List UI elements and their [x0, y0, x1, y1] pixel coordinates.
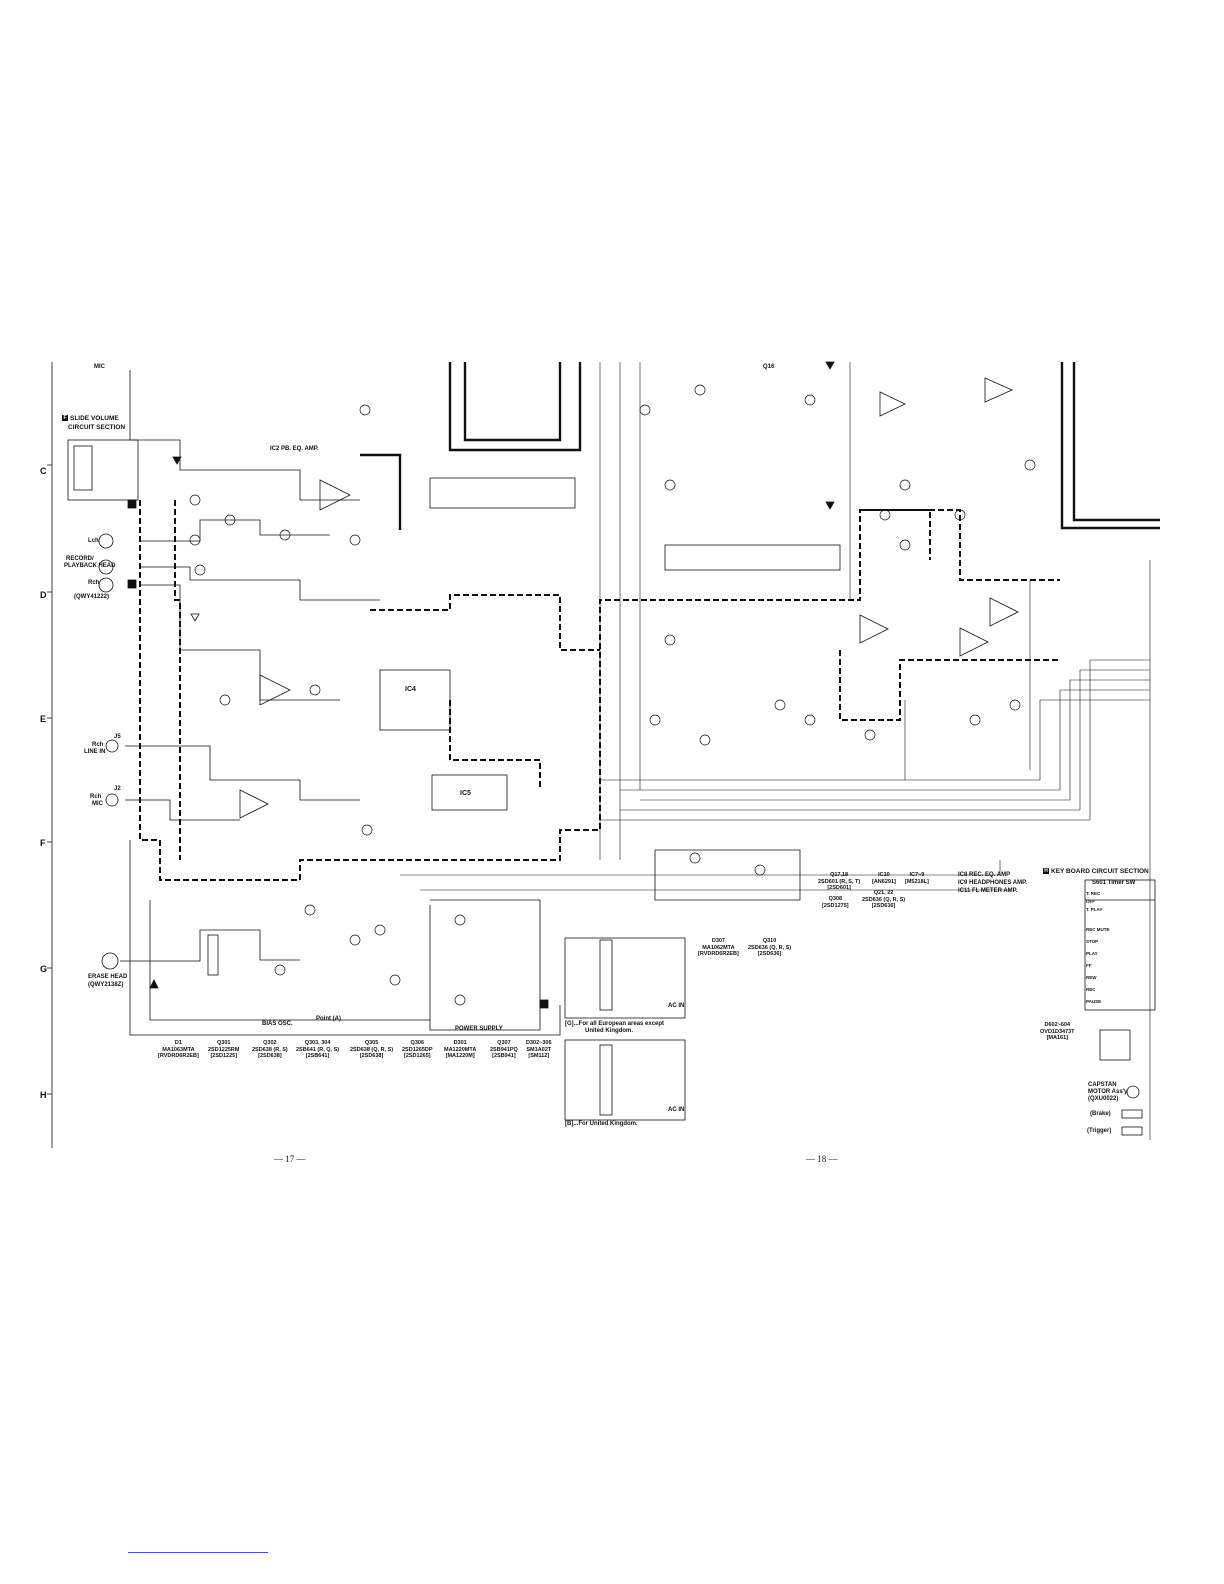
link-underline	[128, 1552, 268, 1553]
row-letter-g: G	[40, 964, 48, 974]
ic4-label: IC4	[405, 686, 416, 693]
parts-ic7-9: IC7~9 [M5218L]	[905, 872, 929, 885]
parts-q301: Q301 2SD1225RM [2SD1225]	[208, 1040, 240, 1059]
parts-q17-18: Q17,18 2SD601 (R, S, T) [2SD601]	[818, 872, 861, 891]
parts-d301: D301 MA1220MTA [MA1220M]	[444, 1040, 477, 1059]
key-rec-mute: REC MUTE	[1086, 927, 1110, 932]
parts-q307: Q307 2SB941PQ [2SB941]	[490, 1040, 518, 1059]
line-in-label: LINE IN	[84, 749, 106, 755]
motor-label: MOTOR Ass'y	[1088, 1089, 1128, 1095]
key-pause: PAUSE	[1086, 999, 1102, 1004]
ac-in-2-label: AC IN	[668, 1107, 685, 1113]
ic-note-1: IC8 REC. EQ. AMP	[958, 872, 1011, 878]
erase-head-label: ERASE HEAD	[88, 974, 128, 980]
key-t-rec: T. REC	[1086, 891, 1101, 896]
ac-in-1-label: AC IN	[668, 1003, 685, 1009]
rch-label: Rch	[88, 580, 100, 586]
j2-label: J2	[114, 786, 121, 792]
ic-note-3: IC11 FL METER AMP.	[958, 888, 1018, 894]
row-letter-h: H	[40, 1090, 47, 1100]
erase-part-label: (QWY2138Z)	[88, 982, 124, 988]
motor-part-label: (QXU0022)	[1088, 1096, 1119, 1102]
parts-q302: Q302 2SD638 (R, S) [2SD638]	[252, 1040, 288, 1059]
rch-line-label: Rch	[92, 742, 104, 748]
key-rew: REW	[1086, 975, 1097, 980]
power-supply-label: POWER SUPPLY	[455, 1026, 503, 1032]
parts-ic10: IC10 [AN6291]	[872, 872, 896, 885]
parts-d1: D1 MA1063MTA [RVDRD6R2EB]	[158, 1040, 199, 1059]
playback-head-label: PLAYBACK HEAD	[64, 563, 116, 569]
trigger-label: (Trigger)	[1087, 1128, 1112, 1134]
page-number-right: — 18 —	[806, 1154, 838, 1164]
key-ff: FF	[1086, 963, 1092, 968]
parts-q310: Q310 2SD636 (Q, R, S) [2SD636]	[748, 938, 792, 957]
ic5-label: IC5	[460, 790, 471, 797]
key-t-play: T. PLAY	[1086, 907, 1103, 912]
legend-uk: [B]...For United Kingdom.	[565, 1121, 638, 1127]
ic2-pb-label: IC2 PB. EQ. AMP.	[270, 446, 319, 452]
parts-d307: D307 MA1062MTA [RVDRD6R2EB]	[698, 938, 739, 957]
row-letter-d: D	[40, 590, 47, 600]
row-letter-f: F	[40, 838, 46, 848]
page-number-left: — 17 —	[274, 1154, 306, 1164]
row-letter-e: E	[40, 714, 47, 724]
mic-label: MIC	[94, 364, 105, 370]
legend-eu-2: United Kingdom.	[585, 1028, 633, 1034]
parts-q306: Q306 2SD1265DP [2SD1265]	[402, 1040, 433, 1059]
key-off: OFF	[1086, 899, 1095, 904]
mic2-label: MIC	[92, 801, 103, 807]
point-a-label: Point (A)	[316, 1016, 341, 1022]
parts-q303-304: Q303, 304 2SB641 (R, Q, S) [2SB641]	[296, 1040, 340, 1059]
key-play: PLAY	[1086, 951, 1098, 956]
key-rec: REC	[1086, 987, 1096, 992]
q16-label: Q16	[763, 364, 775, 370]
capstan-label: CAPSTAN	[1088, 1082, 1117, 1088]
parts-q308: Q308 [2SD1275]	[822, 896, 849, 909]
row-letter-c: C	[40, 466, 47, 476]
parts-q305: Q305 2SD638 (Q, R, S) [2SD638]	[350, 1040, 394, 1059]
parts-d602-604: D602~604 OVD1D3473T [MA161]	[1040, 1022, 1075, 1041]
parts-d302-306: D302~306 SM1A02T [SM112]	[526, 1040, 552, 1059]
bias-osc-label: BIAS OSC.	[262, 1021, 293, 1027]
j5-label: J5	[114, 734, 121, 740]
key-stop: STOP	[1086, 939, 1099, 944]
parts-q21-22: Q21, 22 2SD636 (Q, R, S) [2SD636]	[862, 890, 906, 909]
slide-volume-section-subtitle: CIRCUIT SECTION	[68, 424, 126, 431]
record-head-label: RECORD/	[66, 556, 94, 562]
head-part-label: (QWY41222)	[74, 594, 110, 600]
brake-label: (Brake)	[1090, 1111, 1111, 1117]
lch-label: Lch	[88, 538, 99, 544]
legend-eu: [G]...For all European areas except	[565, 1021, 665, 1027]
timer-sw-label: S601 Timer SW	[1092, 880, 1136, 886]
rch-mic-label: Rch	[90, 794, 102, 800]
ic-note-2: IC9 HEADPHONES AMP.	[958, 880, 1028, 886]
